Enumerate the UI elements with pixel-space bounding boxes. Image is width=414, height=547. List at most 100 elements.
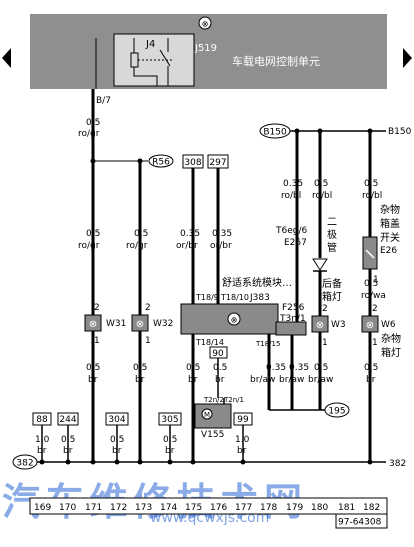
svg-text:管: 管	[327, 241, 337, 254]
w31-label: W31	[106, 319, 126, 329]
svg-text:1.0: 1.0	[235, 435, 250, 445]
svg-text:171: 171	[85, 503, 102, 513]
svg-text:182: 182	[363, 503, 380, 513]
svg-text:90: 90	[212, 349, 224, 359]
svg-text:br: br	[63, 446, 73, 456]
svg-text:0.35: 0.35	[180, 229, 200, 239]
svg-text:br: br	[215, 375, 225, 385]
svg-text:ro/wa: ro/wa	[361, 291, 386, 301]
svg-text:172: 172	[110, 503, 127, 513]
svg-text:ro/bl: ro/bl	[362, 191, 382, 201]
svg-text:179: 179	[286, 503, 303, 513]
svg-text:174: 174	[160, 503, 177, 513]
svg-text:1: 1	[372, 338, 378, 348]
svg-text:T2n/2: T2n/2	[203, 396, 224, 404]
svg-text:br: br	[165, 446, 175, 456]
ground-wire-labels: 1.0 br 0.5 br 0.5 br 0.5 br 1.0 br	[35, 435, 250, 456]
svg-text:0.5: 0.5	[314, 363, 328, 373]
footer-code-box	[335, 513, 388, 529]
w32-label: W32	[153, 319, 173, 329]
svg-text:1.0: 1.0	[35, 435, 50, 445]
next-arrow-icon[interactable]	[403, 48, 412, 68]
svg-text:br/aw: br/aw	[308, 375, 333, 385]
svg-text:297: 297	[209, 158, 226, 168]
svg-text:176: 176	[210, 503, 227, 513]
svg-text:2: 2	[372, 304, 378, 314]
svg-text:箱盖: 箱盖	[380, 217, 400, 230]
svg-text:⊗: ⊗	[202, 20, 209, 29]
svg-text:0.5: 0.5	[163, 435, 177, 445]
svg-text:305: 305	[161, 415, 178, 425]
svg-text:0.35: 0.35	[283, 179, 303, 189]
svg-text:杂物: 杂物	[380, 203, 400, 216]
e267-label: E267	[284, 238, 307, 248]
svg-text:br/aw: br/aw	[250, 375, 275, 385]
svg-text:308: 308	[184, 158, 201, 168]
svg-text:or/br: or/br	[210, 241, 232, 251]
j519-desc-label: 车载电网控制单元	[232, 54, 320, 68]
relay-j4-label: J4	[145, 39, 155, 50]
svg-text:ro/gr: ro/gr	[78, 241, 100, 251]
svg-text:开关: 开关	[380, 231, 400, 244]
wire-b7-label: B/7	[96, 96, 111, 106]
svg-text:T18/9: T18/9	[195, 293, 219, 302]
w6-label: W6	[381, 320, 396, 330]
rear-lamp-label: 后备	[322, 277, 342, 290]
svg-text:0.5: 0.5	[86, 363, 100, 373]
svg-text:2: 2	[145, 303, 151, 313]
ref-382-right: 382	[389, 459, 406, 469]
svg-text:br: br	[135, 375, 145, 385]
svg-text:⊗: ⊗	[366, 320, 374, 331]
prev-arrow-icon[interactable]	[2, 48, 11, 68]
svg-text:杂物: 杂物	[381, 332, 401, 345]
svg-text:ro/bl: ro/bl	[281, 191, 301, 201]
svg-text:0.5: 0.5	[364, 363, 378, 373]
svg-text:173: 173	[135, 503, 152, 513]
footer-numbers: 169 170 171 172 173 174 175 176 177 178 …	[34, 503, 380, 513]
bottom-wire-labels: 0.5 br 0.5 br 0.5 br 0.5 br 0.35 br/aw 0…	[86, 363, 378, 385]
svg-text:⊗: ⊗	[231, 316, 238, 325]
v155-label: V155	[201, 430, 224, 440]
svg-text:88: 88	[36, 415, 48, 425]
svg-text:0.5: 0.5	[364, 279, 378, 289]
svg-text:br: br	[366, 375, 376, 385]
svg-text:0.5: 0.5	[186, 363, 200, 373]
e26-label: E26	[380, 246, 397, 256]
svg-text:极: 极	[327, 228, 337, 241]
svg-text:0.5: 0.5	[314, 179, 328, 189]
svg-text:0.5: 0.5	[213, 363, 227, 373]
svg-text:0.35: 0.35	[266, 363, 286, 373]
ground-symbol-icon	[198, 16, 212, 30]
svg-text:180: 180	[311, 503, 328, 513]
svg-text:1: 1	[145, 336, 151, 346]
svg-text:0.5: 0.5	[86, 118, 100, 128]
svg-text:R56: R56	[152, 158, 170, 168]
svg-text:175: 175	[185, 503, 202, 513]
footer-code: 97-64308	[338, 518, 382, 528]
svg-text:T18/10: T18/10	[220, 293, 249, 302]
svg-text:99: 99	[237, 415, 249, 425]
svg-text:B150: B150	[263, 128, 287, 138]
j519-label: J519	[194, 43, 217, 54]
svg-text:2: 2	[94, 303, 100, 313]
ref-195	[324, 402, 350, 418]
w3-label: W3	[331, 320, 346, 330]
svg-text:br/aw: br/aw	[279, 375, 304, 385]
svg-text:M: M	[204, 411, 210, 419]
diode-icon	[312, 258, 328, 271]
j383-desc: 舒适系统模块…	[222, 276, 292, 289]
motor-v155	[194, 403, 232, 429]
j383-label: J383	[249, 293, 270, 303]
svg-text:or/br: or/br	[176, 241, 198, 251]
svg-text:br: br	[188, 375, 198, 385]
svg-text:br: br	[37, 446, 47, 456]
switch-icon	[365, 249, 375, 259]
ref-r56	[148, 154, 174, 168]
svg-text:2: 2	[322, 304, 328, 314]
svg-text:箱灯: 箱灯	[381, 346, 401, 359]
svg-text:382: 382	[16, 459, 33, 469]
svg-text:0.35: 0.35	[212, 229, 232, 239]
svg-text:0.5: 0.5	[134, 229, 148, 239]
